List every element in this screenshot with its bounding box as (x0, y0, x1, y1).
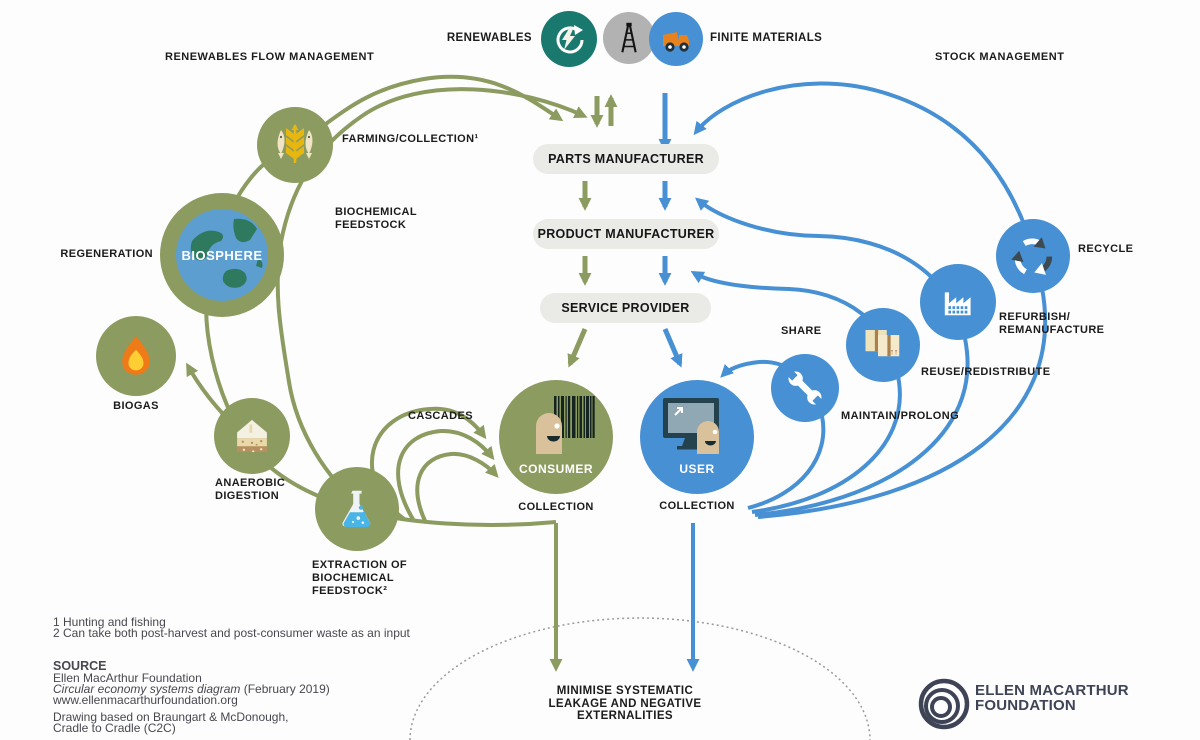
refurbish-label: REFURBISH/ REMANUFACTURE (999, 311, 1105, 336)
recycle-circle (996, 219, 1070, 293)
earth-icon (176, 209, 268, 301)
maintain-label: MAINTAIN/PROLONG (841, 410, 960, 422)
flame-icon (122, 336, 150, 375)
leakage-dashed-arc (409, 617, 871, 740)
boxes-icon: ↑↑ ↑↑ (865, 330, 900, 356)
regeneration-label: REGENERATION (60, 248, 153, 260)
source-diagram-date: (February 2019) (240, 682, 330, 696)
footnote-1: 1 Hunting and fishing (53, 615, 166, 629)
renewables-flow-header: RENEWABLES FLOW MANAGEMENT (165, 51, 375, 63)
flask-icon (342, 490, 371, 527)
biogas-circle (96, 316, 176, 396)
stock-management-header: STOCK MANAGEMENT (935, 51, 1065, 63)
emf-logo-mark (918, 678, 970, 730)
source-url: www.ellenmacarthurfoundation.org (53, 693, 238, 707)
user-collection-label: COLLECTION (659, 500, 735, 512)
farming-circle (257, 107, 333, 183)
renewables-circle (541, 11, 597, 67)
oil-derrick-circle (603, 12, 655, 64)
emf-logo-line1: ELLEN MACARTHUR (975, 682, 1129, 699)
factory-icon (944, 292, 971, 316)
svg-text:↑↑: ↑↑ (890, 347, 898, 356)
renewable-energy-icon (556, 25, 584, 54)
cascades-label: CASCADES (408, 410, 473, 422)
recycle-label: RECYCLE (1078, 243, 1134, 255)
dump-truck-icon (663, 32, 689, 52)
maintain-circle (771, 354, 839, 422)
consumer-circle: CONSUMER (499, 380, 613, 494)
soil-layers-icon (237, 419, 267, 453)
extraction-label: EXTRACTION OF BIOCHEMICAL FEEDSTOCK² (312, 559, 408, 597)
farming-label: FARMING/COLLECTION¹ (342, 133, 479, 145)
reuse-label: REUSE/REDISTRIBUTE (921, 366, 1051, 378)
source-title: SOURCE (53, 659, 107, 673)
consumer-barcode-face-icon (536, 396, 595, 454)
source-diagram-title: Circular economy systems diagram (53, 682, 241, 696)
source-diagram-line: Circular economy systems diagram (Februa… (53, 682, 330, 696)
user-monitor-face-icon (663, 398, 719, 454)
recycle-icon (1011, 237, 1053, 275)
biogas-label: BIOGAS (113, 400, 159, 412)
leakage-label: MINIMISE SYSTEMATIC LEAKAGE AND NEGATIVE… (548, 685, 702, 722)
wrench-icon (786, 369, 824, 407)
source-credit-1: Drawing based on Braungart & McDonough, (53, 710, 289, 724)
finite-materials-label: FINITE MATERIALS (710, 32, 823, 44)
source-org: Ellen MacArthur Foundation (53, 671, 202, 685)
product-manufacturer-pill: PRODUCT MANUFACTURER (533, 219, 719, 249)
user-circle: USER (640, 380, 754, 494)
parts-manufacturer-pill: PARTS MANUFACTURER (533, 144, 719, 174)
extraction-circle (315, 467, 399, 551)
service-provider-pill: SERVICE PROVIDER (540, 293, 711, 323)
consumer-inner-label: CONSUMER (518, 462, 593, 476)
footnote-2: 2 Can take both post-harvest and post-co… (53, 626, 410, 640)
blue-straight-arrows (658, 93, 683, 368)
anaerobic-digestion-label: ANAEROBIC DIGESTION (215, 477, 286, 502)
biosphere-circle: BIOSPHERE (160, 193, 284, 317)
source-credit-2: Cradle to Cradle (C2C) (53, 721, 176, 735)
renewables-label: RENEWABLES (446, 32, 532, 44)
share-label: SHARE (781, 325, 822, 337)
farming-fish-wheat-icon (277, 124, 313, 163)
green-straight-arrows (567, 94, 618, 368)
refurbish-circle (920, 264, 996, 340)
biochemical-feedstock-label: BIOCHEMICAL FEEDSTOCK (335, 206, 418, 231)
emf-logo-line2: FOUNDATION (975, 697, 1076, 714)
consumer-collection-label: COLLECTION (518, 501, 594, 513)
biosphere-inner-label: BIOSPHERE (181, 247, 263, 263)
reuse-circle: ↑↑ ↑↑ (846, 308, 920, 382)
user-inner-label: USER (679, 462, 715, 476)
oil-derrick-icon (621, 22, 637, 53)
mining-truck-circle (649, 12, 703, 66)
anaerobic-digestion-circle (214, 398, 290, 474)
